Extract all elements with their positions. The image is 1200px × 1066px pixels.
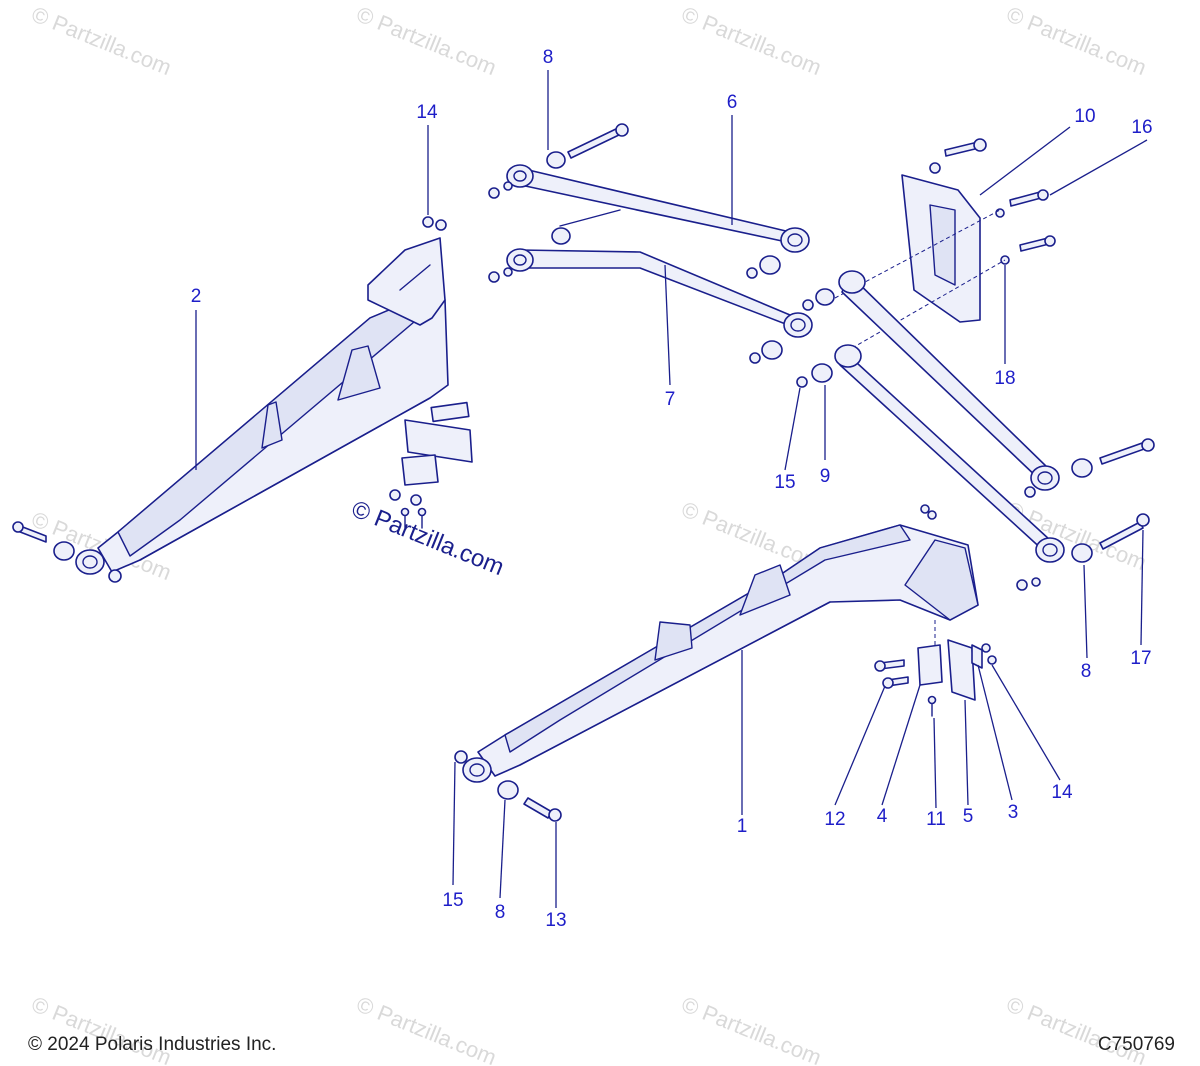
callout-14-bottom: 14 bbox=[1051, 782, 1073, 803]
callout-14-top: 14 bbox=[416, 102, 438, 123]
callout-11: 11 bbox=[926, 809, 946, 830]
callout-4: 4 bbox=[877, 806, 888, 827]
left-mount-plates bbox=[389, 401, 473, 529]
callout-8-bottom: 8 bbox=[495, 902, 506, 923]
bracket-10 bbox=[834, 138, 1056, 356]
radius-rods-right bbox=[796, 270, 1155, 591]
callout-1: 1 bbox=[737, 816, 748, 837]
copyright-text: © 2024 Polaris Industries Inc. bbox=[28, 1034, 277, 1055]
watermark-text: © Partzilla.com bbox=[28, 1, 175, 80]
watermark-text: © Partzilla.com bbox=[678, 1, 825, 80]
leader-lines bbox=[195, 70, 1148, 908]
control-arm-6 bbox=[488, 123, 810, 279]
callout-8-top: 8 bbox=[543, 47, 554, 68]
callout-8-right: 8 bbox=[1081, 661, 1092, 682]
callout-16: 16 bbox=[1131, 117, 1152, 138]
trailing-arm-right bbox=[454, 504, 979, 822]
callout-10: 10 bbox=[1074, 106, 1095, 127]
callout-17: 17 bbox=[1130, 648, 1151, 669]
watermark-text: © Partzilla.com bbox=[353, 1, 500, 80]
callout-5: 5 bbox=[963, 806, 974, 827]
center-watermark: © Partzilla.com bbox=[348, 496, 508, 582]
callout-3: 3 bbox=[1008, 802, 1019, 823]
watermark-text: © Partzilla.com bbox=[1003, 1, 1150, 80]
watermark-grid: © Partzilla.com © Partzilla.com © Partzi… bbox=[28, 1, 1150, 1066]
trailing-arm-left bbox=[12, 216, 449, 583]
callout-7: 7 bbox=[665, 389, 676, 410]
callout-13: 13 bbox=[545, 910, 566, 931]
callout-9: 9 bbox=[820, 466, 831, 487]
callouts: 1 2 3 4 5 6 7 8 8 8 9 10 11 12 13 14 14 … bbox=[191, 47, 1153, 931]
callout-15-bottom: 15 bbox=[442, 890, 463, 911]
callout-18: 18 bbox=[994, 368, 1015, 389]
callout-2: 2 bbox=[191, 286, 202, 307]
watermark-text: © Partzilla.com bbox=[678, 991, 825, 1066]
callout-6: 6 bbox=[727, 92, 738, 113]
watermark-text: © Partzilla.com bbox=[353, 991, 500, 1066]
drawing-code: C750769 bbox=[1097, 1034, 1175, 1055]
callout-15-right: 15 bbox=[774, 472, 795, 493]
control-arm-7 bbox=[488, 227, 813, 364]
right-mount-plates bbox=[874, 639, 997, 717]
callout-12: 12 bbox=[824, 809, 845, 830]
